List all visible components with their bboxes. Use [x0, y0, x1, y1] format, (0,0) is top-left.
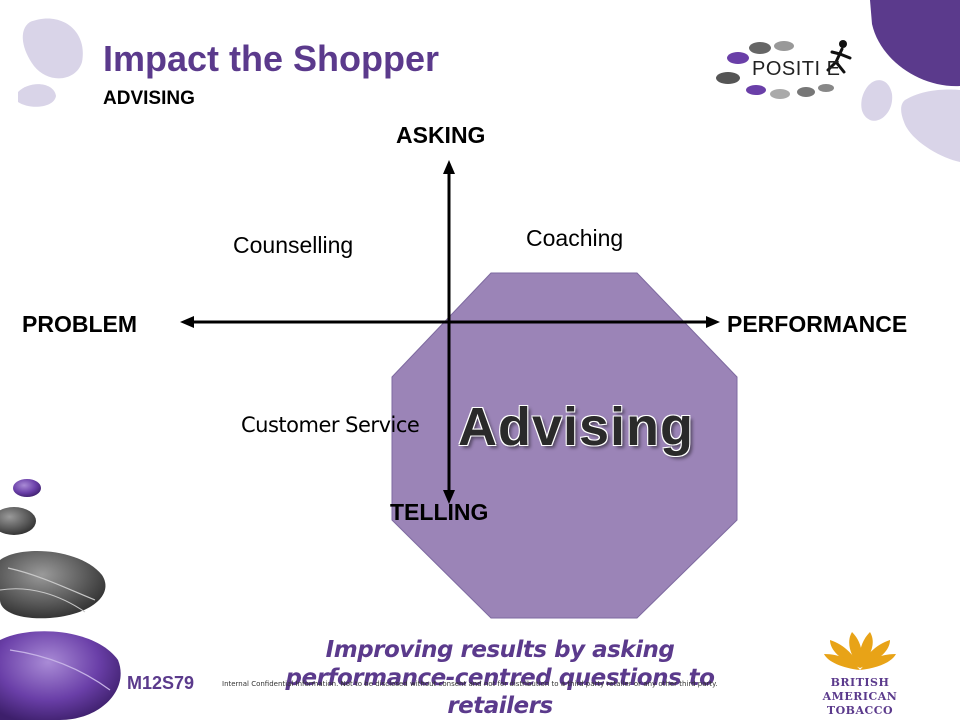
positive-logo-text: POSITI E [752, 58, 841, 80]
arrowhead-up [443, 160, 455, 174]
page-subtitle: ADVISING [103, 88, 195, 109]
pebble-purple-large [0, 631, 121, 720]
advising-octagon [391, 272, 738, 619]
decor-corner-top-right [870, 0, 960, 87]
page-title: Impact the Shopper [103, 38, 440, 79]
decor-lavender-right-2 [901, 89, 960, 162]
bat-logo-text: BRITISH AMERICAN TOBACCO [800, 676, 920, 718]
decor-leaf-small-left [18, 84, 56, 107]
bat-logo-graphic [824, 632, 896, 670]
pebble-gray-1 [0, 507, 36, 535]
positive-logo-graphic [716, 40, 852, 99]
quadrant-label-counselling: Counselling [233, 232, 354, 258]
decor-lavender-right-1 [861, 80, 893, 121]
pebble-small-purple [13, 479, 41, 497]
slide-code: M12S79 [127, 673, 195, 693]
axis-label-problem: PROBLEM [22, 311, 137, 337]
axis-label-telling: TELLING [390, 499, 489, 525]
decor-leaf-top-left [22, 18, 83, 79]
arrowhead-right [706, 316, 720, 328]
bat-logo-line1: BRITISH AMERICAN [822, 676, 898, 703]
arrowhead-down [443, 490, 455, 504]
arrowhead-left [180, 316, 194, 328]
confidential-notice: Internal Confidential Information. Not t… [222, 680, 718, 688]
bat-logo-line2: TOBACCO [826, 704, 894, 717]
axis-label-performance: PERFORMANCE [727, 311, 908, 337]
footer-tagline: Improving results by asking performance-… [285, 637, 715, 719]
advising-center-label: Advising [458, 397, 695, 457]
axis-label-asking: ASKING [396, 122, 486, 148]
pebble-gray-2 [0, 551, 106, 619]
quadrant-label-coaching: Coaching [526, 225, 624, 251]
quadrant-label-customer-service: Customer Service [241, 413, 420, 437]
